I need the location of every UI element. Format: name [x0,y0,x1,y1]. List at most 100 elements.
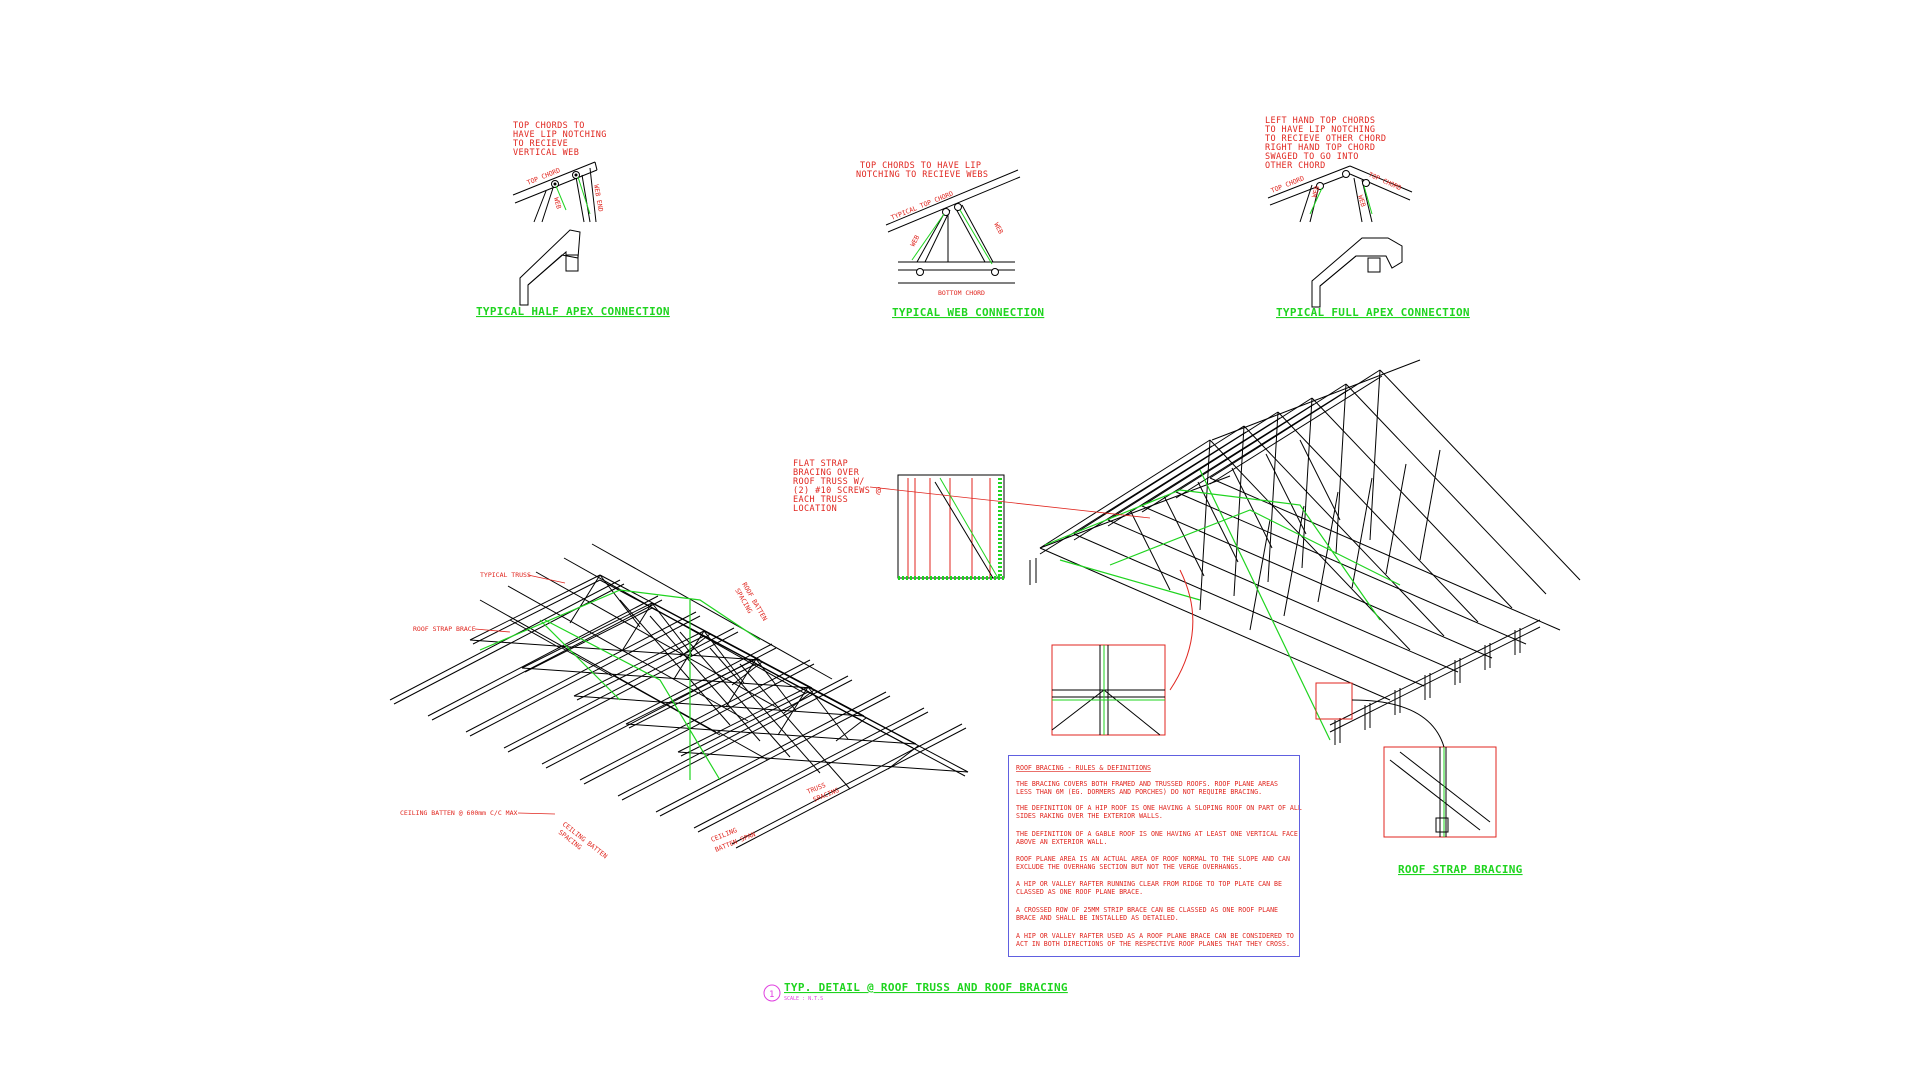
apex-enlarged-detail [1051,569,1194,736]
half-apex-web-label: WEB [552,196,563,209]
roof-batten [563,557,805,694]
rules-p3-l2: ABOVE AN EXTERIOR WALL. [1016,838,1107,846]
truss-web [1231,467,1273,549]
ceiling-batten-label: CEILING BATTEN @ 600mm C/C MAX [400,809,517,817]
truss-top-chord [628,663,757,729]
half-apex-title: TYPICAL HALF APEX CONNECTION [476,305,670,318]
flat-strap-note-2: BRACING OVER [793,468,860,478]
truss-top-chord [576,635,705,701]
web-connection-screws [916,203,999,276]
eave-enlarged-detail [1315,682,1497,838]
rules-p1-l1: THE BRACING COVERS BOTH FRAMED AND TRUSS… [1016,780,1278,788]
truss-chord [1141,397,1313,507]
truss-chord [1209,439,1411,651]
full-apex-web-left-label: WEB [1310,185,1321,199]
half-apex-green-lines [555,176,591,215]
truss-bottom-chord [625,723,917,745]
web-bottom-chord-label: BOTTOM CHORD [938,289,985,297]
truss-chord [1175,383,1347,493]
left-ceiling-battens [389,579,967,849]
half-apex-detail: TOP CHORDS TO HAVE LIP NOTCHING TO RECIE… [476,121,670,318]
main-detail-scale: SCALE : N.T.S [784,996,823,1002]
flat-strap-note-4: (2) #10 SCREWS @ [793,486,881,496]
truss-chord [1039,439,1211,549]
truss-web [621,602,653,652]
truss-web [1351,477,1373,589]
truss-web [1267,411,1279,583]
rules-heading: ROOF BRACING - RULES & DEFINITIONS [1016,764,1151,772]
main-title-block: 1 TYP. DETAIL @ ROOF TRUSS AND ROOF BRAC… [763,981,1068,1002]
ceiling-batten [541,643,773,765]
web-note-2: NOTCHING TO RECIEVE WEBS [856,170,988,180]
truss-bottom-chord [469,639,761,661]
truss-web [807,686,849,740]
roof-batten [591,543,833,680]
roof-batten [535,571,777,708]
rules-p4-l2: EXCLUDE THE OVERHANG SECTION BUT NOT THE… [1016,863,1242,871]
flat-strap-leader [869,486,1151,519]
rules-p6-l2: BRACE AND SHALL BE INSTALLED AS DETAILED… [1016,914,1179,922]
truss-web [1369,369,1381,541]
truss-web [887,745,919,770]
truss-top-chord [807,691,966,777]
truss-bottom-chord [521,667,813,689]
ridge [1211,359,1421,441]
truss-web [1385,463,1407,575]
ceiling-batten [617,675,849,797]
truss-web [665,703,717,733]
full-apex-title: TYPICAL FULL APEX CONNECTION [1276,306,1470,319]
truss-web [1129,509,1171,591]
truss-web [561,647,613,677]
full-apex-top-chord-left-label: TOP CHORD [1270,174,1306,195]
main-detail-title: TYP. DETAIL @ ROOF TRUSS AND ROOF BRACIN… [784,981,1068,994]
ceiling-batten [389,579,621,701]
ceiling-batten [393,583,625,705]
half-apex-web-end-label: WEB END [592,184,605,212]
flat-strap-note-6: LOCATION [793,504,837,514]
truss-top-chord [469,574,601,641]
ceiling-batten [507,631,739,753]
rules-p6-l1: A CROSSED ROW OF 25MM STRIP BRACE CAN BE… [1016,906,1278,914]
truss-chord [1209,375,1383,485]
left-iso-roof [389,543,969,849]
truss-web [1249,519,1271,631]
rules-p7-l1: A HIP OR VALLEY RAFTER USED AS A ROOF PL… [1016,932,1294,940]
ceiling-batten [503,627,735,749]
half-apex-note-1: TOP CHORDS TO [513,121,585,131]
truss-bottom-chord [1209,477,1561,631]
web-typical-top-chord-label: TYPICAL TOP CHORD [890,189,955,221]
flat-strap-note-5: EACH TRUSS [793,495,848,505]
truss-chord [1379,369,1581,581]
truss-web [1233,425,1245,597]
typical-truss-label: TYPICAL TRUSS [480,571,531,579]
flat-strap-section [897,474,1005,580]
roof-batten [619,599,731,726]
left-trusses [469,574,969,777]
full-apex-note-5: SWAGED TO GO INTO [1265,152,1359,162]
eave-plate [1329,619,1541,726]
rules-p2-l2: SIDES RAKING OVER THE EXTERIOR WALLS. [1016,812,1163,820]
web-connection-detail: TOP CHORDS TO HAVE LIP NOTCHING TO RECIE… [856,161,1044,319]
truss-web [1335,383,1347,555]
truss-web [777,686,809,736]
half-apex-note-2: HAVE LIP NOTCHING [513,130,607,140]
detail-number-symbol [763,984,781,1002]
web-connection-title: TYPICAL WEB CONNECTION [892,306,1044,319]
truss-chord [1311,397,1513,609]
truss-web [835,717,867,742]
full-apex-note-2: TO HAVE LIP NOTCHING [1265,125,1375,135]
rules-p3-l1: THE DEFINITION OF A GABLE ROOF IS ONE HA… [1016,830,1298,838]
truss-web [1265,453,1307,535]
flat-strap-detail: FLAT STRAP BRACING OVER ROOF TRUSS W/ (2… [793,459,1151,580]
truss-chord [1073,425,1245,535]
full-apex-linework [1267,165,1413,308]
right-posts [1029,558,1521,745]
full-apex-green-lines [1309,185,1373,215]
full-apex-detail: LEFT HAND TOP CHORDS TO HAVE LIP NOTCHIN… [1265,116,1470,319]
truss-web [755,658,797,712]
roof-batten [739,663,851,790]
truss-web [673,630,705,680]
detail-number: 1 [769,990,774,1000]
rules-p5-l2: CLASSED AS ONE ROOF PLANE BRACE. [1016,888,1143,896]
flat-strap-note-3: ROOF TRUSS W/ [793,477,865,487]
